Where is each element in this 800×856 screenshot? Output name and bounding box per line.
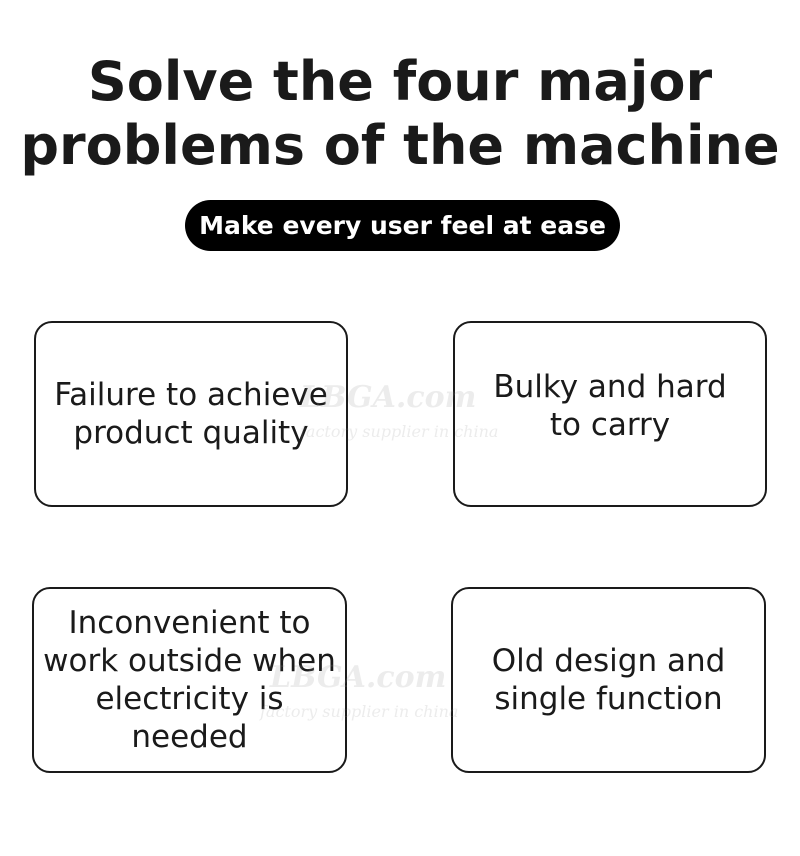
problem-card-4-text: Old design and single function	[491, 643, 726, 717]
problem-card-3: Inconvenient to work outside when electr…	[32, 587, 347, 773]
headline: Solve the four major problems of the mac…	[0, 50, 800, 178]
problem-card-2-text: Bulky and hard to carry	[493, 369, 727, 443]
problem-card-3-text: Inconvenient to work outside when electr…	[43, 605, 336, 755]
problem-card-2: Bulky and hard to carry	[453, 321, 767, 507]
tagline-badge: Make every user feel at ease	[185, 200, 620, 251]
headline-line-2: problems of the machine	[20, 114, 780, 177]
problem-card-1-text: Failure to achieve product quality	[54, 377, 328, 451]
problem-card-4: Old design and single function	[451, 587, 766, 773]
headline-line-1: Solve the four major	[87, 50, 713, 113]
problem-card-1: Failure to achieve product quality	[34, 321, 348, 507]
